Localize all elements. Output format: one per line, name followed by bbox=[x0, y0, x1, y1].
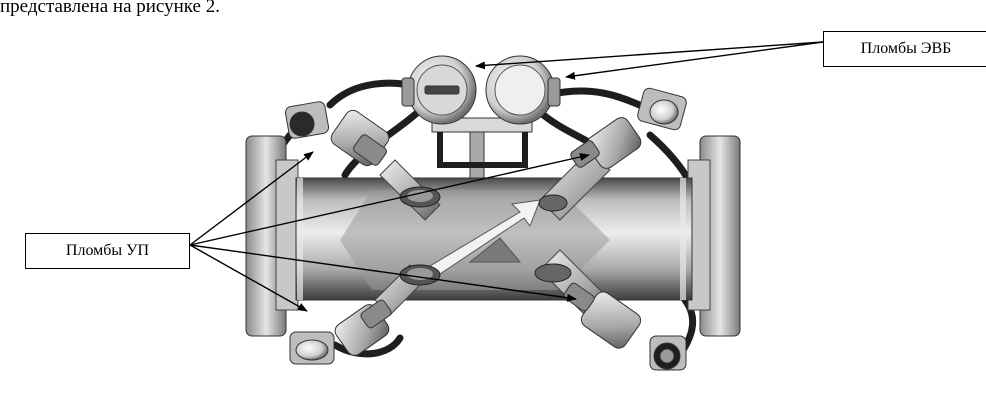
upper-right-port bbox=[538, 149, 611, 221]
up-arrows bbox=[189, 151, 590, 312]
left-flange bbox=[245, 135, 299, 337]
transducer-lower-right bbox=[563, 282, 642, 349]
flow-arrow bbox=[419, 199, 541, 283]
cap-lower-right bbox=[649, 335, 687, 371]
cap-upper-right bbox=[637, 87, 687, 131]
transducer-lower-left bbox=[334, 299, 392, 356]
transducer-upper-right bbox=[570, 117, 642, 169]
evb-arrows bbox=[475, 41, 824, 80]
up-seals-label: Пломбы УП bbox=[25, 233, 190, 269]
right-flange bbox=[687, 135, 741, 337]
upper-left-port bbox=[379, 159, 441, 221]
evb-seals-label: Пломбы ЭВБ bbox=[823, 31, 986, 67]
cap-upper-left bbox=[284, 101, 330, 139]
intro-text: представлена на рисунке 2. bbox=[0, 0, 220, 17]
cap-lower-left bbox=[289, 331, 335, 365]
electronic-unit bbox=[401, 55, 561, 179]
transducer-upper-left bbox=[330, 109, 390, 167]
